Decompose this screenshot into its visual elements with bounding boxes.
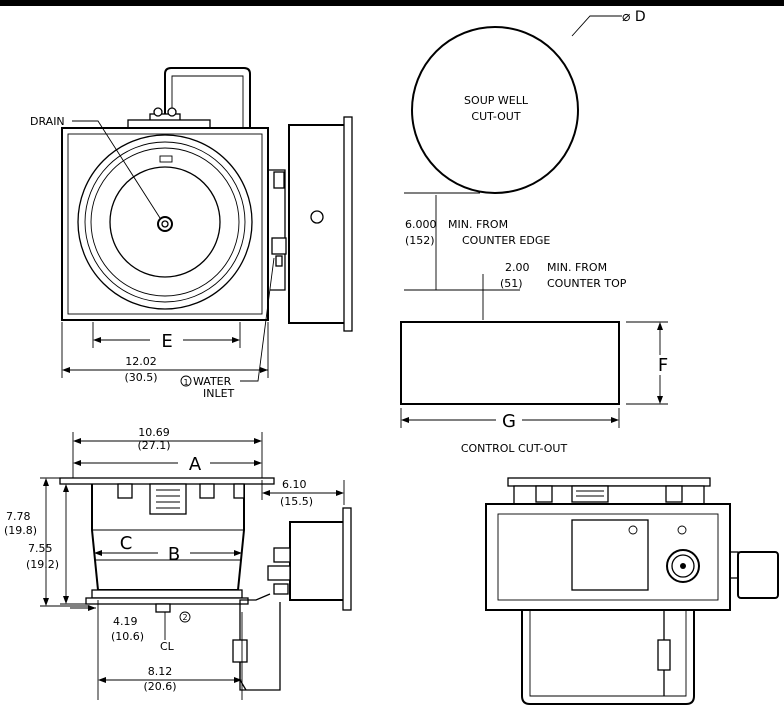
- water-inlet-label-2: INLET: [203, 387, 235, 400]
- height-1-in: 7.78: [6, 510, 31, 523]
- box-depth-cm: (15.5): [280, 495, 313, 508]
- cutout-templates: SOUP WELL CUT-OUT ⌀ D 6.000 MIN. FROM (1…: [400, 9, 668, 455]
- top-view-handle: [164, 67, 251, 128]
- well-ring: [77, 134, 253, 310]
- top-view: DRAIN E 12.02 (30.5) 1 WATER INLET: [30, 67, 353, 400]
- water-inlet-label-1: WATER: [193, 375, 232, 388]
- soup-well-label-1: SOUP WELL: [464, 94, 529, 107]
- dim-c-label: C: [120, 533, 133, 554]
- diameter-d-label: ⌀ D: [622, 9, 646, 25]
- drain-offset-in: 4.19: [113, 615, 138, 628]
- side-bracket: [737, 551, 779, 599]
- control-knob-icon: [310, 210, 324, 224]
- display-window: [571, 519, 649, 591]
- width-inches: 12.02: [125, 355, 157, 368]
- edge-distance-in: 6.000: [405, 218, 437, 231]
- top-distance-cm: (51): [500, 277, 523, 290]
- overall-offset-in: 8.12: [148, 665, 173, 678]
- drain-icon: [157, 216, 173, 232]
- height-1-cm: (19.8): [4, 524, 37, 537]
- drain-label: DRAIN: [30, 115, 65, 128]
- side-view: 10.69 (27.1) A 7.78 (19.8) 7.55 (19.2): [4, 426, 352, 700]
- soup-well-label-2: CUT-OUT: [471, 110, 520, 123]
- width-cm: (30.5): [124, 371, 157, 384]
- flange-width-cm: (27.1): [137, 439, 170, 452]
- drain-number: 2: [182, 613, 187, 622]
- dim-e-label: E: [161, 331, 172, 352]
- centerline-label: CL: [160, 640, 175, 653]
- flange-width-in: 10.69: [138, 426, 170, 439]
- top-distance-in: 2.00: [505, 261, 530, 274]
- control-cutout: [400, 321, 620, 405]
- soup-well-cutout: [411, 26, 579, 194]
- box-depth-in: 6.10: [282, 478, 307, 491]
- edge-distance-text-2: COUNTER EDGE: [462, 234, 550, 247]
- height-2-cm: (19.2): [26, 558, 59, 571]
- dim-a-label: A: [189, 454, 202, 475]
- top-view-body: [61, 127, 269, 321]
- water-inlet-number: 1: [183, 378, 188, 387]
- side-view-flange: [59, 477, 275, 485]
- edge-distance-cm: (152): [405, 234, 435, 247]
- top-border-bar: [0, 0, 784, 6]
- top-distance-text: MIN. FROM: [547, 261, 607, 274]
- top-distance-text-2: COUNTER TOP: [547, 277, 627, 290]
- thermostat-knob-icon: [666, 549, 700, 583]
- overall-offset-cm: (20.6): [143, 680, 176, 693]
- control-box-top: [288, 124, 346, 324]
- dim-f-label: F: [658, 355, 668, 376]
- drain-offset-cm: (10.6): [111, 630, 144, 643]
- height-2-in: 7.55: [28, 542, 53, 555]
- front-view: [485, 477, 779, 705]
- front-view-handle: [521, 610, 695, 705]
- control-cutout-label: CONTROL CUT-OUT: [461, 442, 568, 455]
- edge-distance-text: MIN. FROM: [448, 218, 508, 231]
- control-box-side: [289, 521, 345, 601]
- dim-b-label: B: [168, 544, 180, 565]
- dim-g-label: G: [502, 411, 516, 432]
